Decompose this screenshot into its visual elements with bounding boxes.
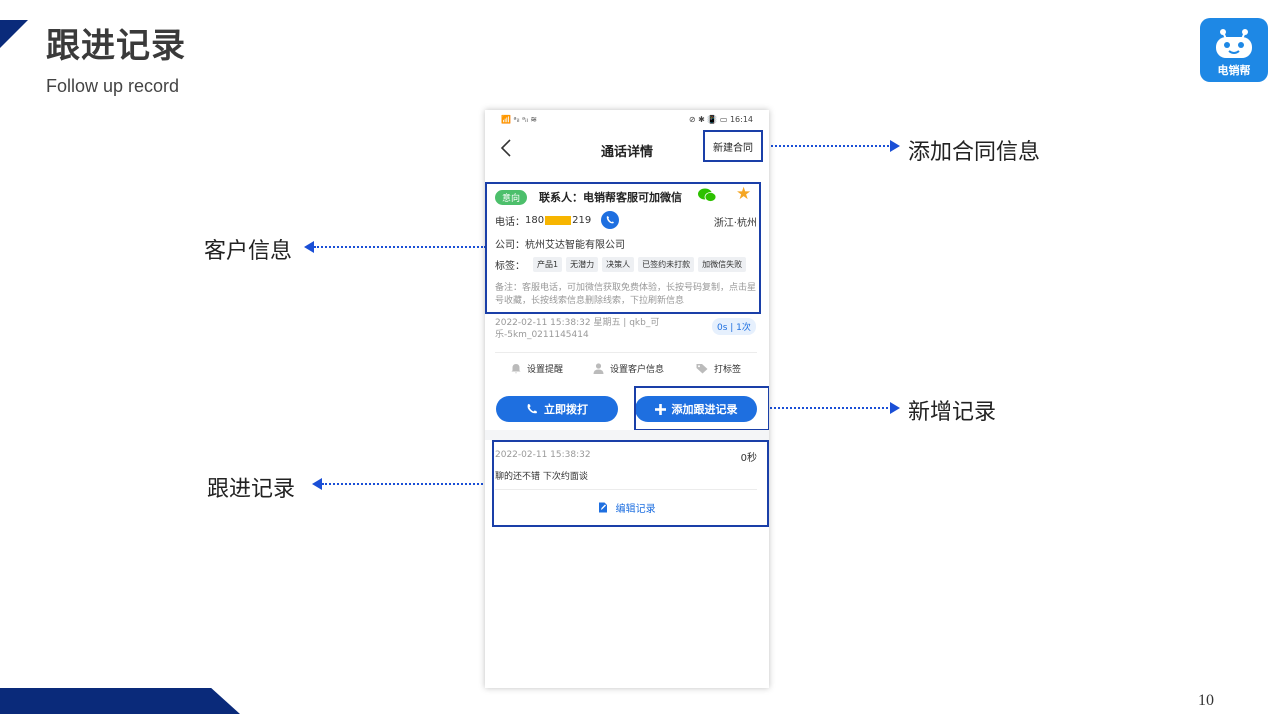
follow-record-frame	[492, 440, 769, 527]
call-icon[interactable]	[601, 211, 620, 229]
section-separator	[485, 430, 769, 440]
new-contract-button[interactable]: 新建合同	[703, 130, 763, 162]
phone-number-mask	[545, 215, 572, 225]
status-bar: 📶 ᵃᵢₗ ᵃᵢₗ ≋ ⊘ ✱ 📳 ▭ 16:14	[485, 110, 769, 128]
duration-badge: 0s | 1次	[712, 318, 756, 335]
phone-number-suffix[interactable]: 219	[572, 214, 592, 226]
intent-badge: 意向	[495, 189, 528, 205]
page-title: 通话详情	[600, 145, 653, 160]
tag-icon	[696, 364, 708, 374]
arrow-left-icon	[312, 478, 322, 490]
annotation-line-add-contract	[764, 145, 892, 147]
set-customer-info-label: 设置客户信息	[610, 365, 665, 375]
phone-screenshot: 📶 ᵃᵢₗ ᵃᵢₗ ≋ ⊘ ✱ 📳 ▭ 16:14 通话详情 新建合同 意向 联…	[485, 110, 769, 688]
edit-record-label: 编辑记录	[615, 504, 656, 515]
arrow-right-icon	[890, 140, 900, 152]
corner-decoration	[0, 20, 28, 48]
tags-row: 标签： 产品1 无潜力 决策人 已签约未打款 加微信失败	[495, 257, 750, 272]
bell-icon	[511, 364, 521, 374]
set-reminder-label: 设置提醒	[527, 365, 564, 375]
record-note: 聊的还不错 下次约面谈	[495, 472, 588, 482]
phone-number-prefix[interactable]: 180	[525, 214, 545, 226]
add-record-frame	[634, 386, 769, 431]
record-duration: 0秒	[740, 453, 757, 464]
tag-chip: 决策人	[602, 257, 635, 272]
annotation-add-contract: 添加合同信息	[908, 140, 1041, 165]
user-icon	[593, 363, 604, 374]
contact-row: 意向 联系人：电销帮客服可加微信	[495, 189, 682, 205]
contact-name: 联系人：电销帮客服可加微信	[539, 191, 683, 204]
tag-button[interactable]: 打标签	[696, 362, 741, 375]
status-right: ⊘ ✱ 📳 ▭ 16:14	[688, 114, 753, 124]
annotation-customer-info: 客户信息	[204, 239, 293, 264]
back-icon[interactable]	[497, 138, 517, 158]
robot-face-icon	[1216, 29, 1252, 58]
star-icon[interactable]: ★	[736, 184, 752, 204]
tag-chip: 产品1	[533, 257, 563, 272]
logo: 电销帮	[1200, 18, 1268, 82]
slide-subtitle: Follow up record	[46, 76, 180, 96]
slide-title: 跟进记录	[46, 26, 186, 66]
tags-label: 标签：	[495, 261, 525, 272]
company-name: 公司：杭州艾达智能有限公司	[495, 240, 625, 251]
plus-icon	[654, 403, 666, 415]
divider	[495, 489, 757, 490]
annotation-follow-record: 跟进记录	[207, 477, 296, 502]
tag-chip: 加微信失败	[698, 257, 747, 272]
set-reminder-button[interactable]: 设置提醒	[511, 362, 563, 375]
arrow-right-icon	[890, 402, 900, 414]
set-customer-info-button[interactable]: 设置客户信息	[593, 362, 664, 375]
tag-label: 打标签	[714, 365, 742, 375]
annotation-line-follow-record	[322, 483, 494, 485]
call-now-button[interactable]: 立即拨打	[496, 396, 618, 422]
add-follow-record-button[interactable]: 添加跟进记录	[635, 396, 757, 422]
status-left: 📶 ᵃᵢₗ ᵃᵢₗ ≋	[501, 114, 538, 124]
tag-chip: 已签约未打款	[638, 257, 695, 272]
logo-text: 电销帮	[1217, 64, 1251, 77]
remark-text: 备注：客服电话，可加微信获取免费体验，长按号码复制，点击星号收藏，长按线索信息删…	[495, 283, 757, 306]
edit-record-button[interactable]: 编辑记录	[485, 500, 769, 515]
call-now-label: 立即拨打	[544, 403, 588, 416]
arrow-left-icon	[304, 241, 314, 253]
edit-icon	[599, 502, 608, 513]
call-meta: 2022-02-11 15:38:32 星期五 | qkb_可乐-5km_021…	[495, 318, 660, 340]
company-row: 公司：杭州艾达智能有限公司	[495, 236, 625, 251]
annotation-line-add-record	[770, 407, 892, 409]
bottom-decoration	[0, 688, 240, 714]
page-number: 10	[1198, 692, 1214, 709]
tag-chip: 无潜力	[566, 257, 599, 272]
nav-bar: 通话详情	[485, 128, 769, 170]
wechat-icon[interactable]	[698, 188, 716, 202]
phone-label: 电话：	[495, 216, 525, 228]
customer-info-frame	[485, 182, 761, 314]
location: 浙江·杭州	[713, 218, 757, 229]
phone-icon	[527, 404, 537, 414]
record-time: 2022-02-11 15:38:32	[495, 450, 591, 460]
annotation-line-customer-info	[314, 246, 486, 248]
annotation-add-record: 新增记录	[908, 400, 997, 425]
divider	[495, 352, 757, 353]
add-follow-record-label: 添加跟进记录	[671, 403, 738, 416]
phone-row: 电话： 180 219	[495, 211, 620, 229]
